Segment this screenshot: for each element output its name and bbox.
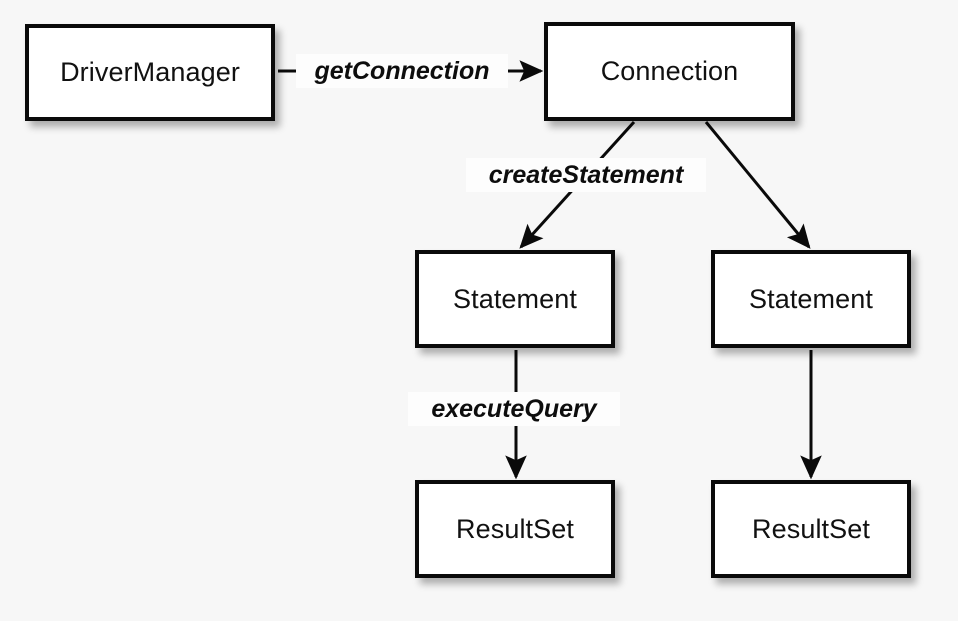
edge-label-execute-query: executeQuery	[408, 392, 620, 426]
node-statement-left[interactable]: Statement	[415, 250, 615, 348]
node-resultset-left-label: ResultSet	[456, 513, 574, 544]
edge-create-statement-right-line	[704, 121, 811, 249]
node-driver-manager[interactable]: DriverManager	[25, 24, 275, 121]
node-statement-right-label: Statement	[749, 283, 873, 314]
node-driver-manager-label: DriverManager	[60, 57, 240, 87]
node-statement-left-label: Statement	[453, 283, 577, 314]
node-resultset-right-label: ResultSet	[752, 513, 870, 544]
node-statement-right[interactable]: Statement	[711, 250, 911, 348]
edge-label-get-connection: getConnection	[296, 54, 508, 88]
edge-label-create-statement: createStatement	[466, 158, 706, 192]
node-resultset-left[interactable]: ResultSet	[415, 480, 615, 578]
node-connection-label: Connection	[600, 56, 739, 86]
node-resultset-right[interactable]: ResultSet	[711, 480, 911, 578]
node-connection[interactable]: Connection	[544, 22, 795, 121]
